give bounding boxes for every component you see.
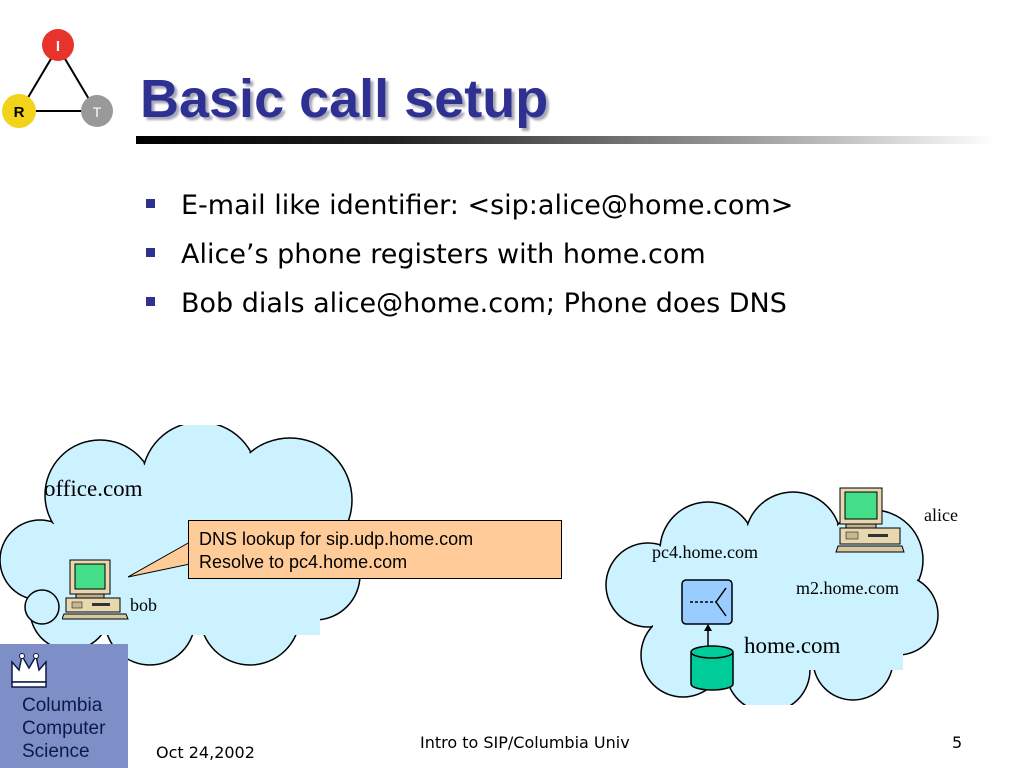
bullet-text: Alice’s phone registers with home.com [181,239,706,270]
irt-node-r: R [2,94,36,128]
sip-server-icon [681,579,733,625]
footer-date: Oct 24,2002 [156,743,255,762]
office-domain-label: office.com [44,476,143,501]
home-cloud [605,491,939,705]
database-icon [690,645,734,691]
svg-text:I: I [56,38,60,55]
bullet-marker [146,248,155,257]
page-number: 5 [952,733,963,752]
callout-pointer [128,541,191,578]
bullet-list: E-mail like identifier: <sip:alice@home.… [146,186,793,333]
footer-center: Intro to SIP/Columbia Univ [420,733,630,752]
home-domain-label: home.com [744,633,841,658]
alice-user-label: alice [924,505,958,525]
dns-callout: DNS lookup for sip.udp.home.com Resolve … [188,520,562,579]
irt-node-i: I [42,29,74,61]
columbia-logo: Columbia Computer Science [0,644,128,768]
crown-icon [11,653,47,688]
callout-line-2: Resolve to pc4.home.com [199,552,408,572]
bob-host-label: bob [130,595,157,615]
logo-line: Science [22,741,90,762]
svg-text:R: R [14,104,25,121]
bullet-text: E-mail like identifier: <sip:alice@home.… [181,190,794,221]
callout-line-1: DNS lookup for sip.udp.home.com [199,529,474,549]
columbia-logo-text: Columbia Computer Science [22,694,105,763]
logo-line: Computer [22,718,106,739]
alice-computer-icon [835,487,905,553]
bullet-text: Bob dials alice@home.com; Phone does DNS [181,288,787,319]
slide-title: Basic call setup [140,69,549,129]
bob-computer-icon [62,559,129,620]
title-underline [136,136,996,144]
bullet-item: Alice’s phone registers with home.com [146,235,793,284]
bullet-item: Bob dials alice@home.com; Phone does DNS [146,284,793,333]
bullet-marker [146,199,155,208]
bullet-item: E-mail like identifier: <sip:alice@home.… [146,186,793,235]
server-host-label: pc4.home.com [652,542,758,562]
svg-text:T: T [93,104,102,120]
irt-node-t: T [81,95,113,127]
irt-logo: I R T [2,29,113,128]
alice-host-label: m2.home.com [796,578,899,598]
bullet-marker [146,297,155,306]
logo-line: Columbia [22,695,103,716]
